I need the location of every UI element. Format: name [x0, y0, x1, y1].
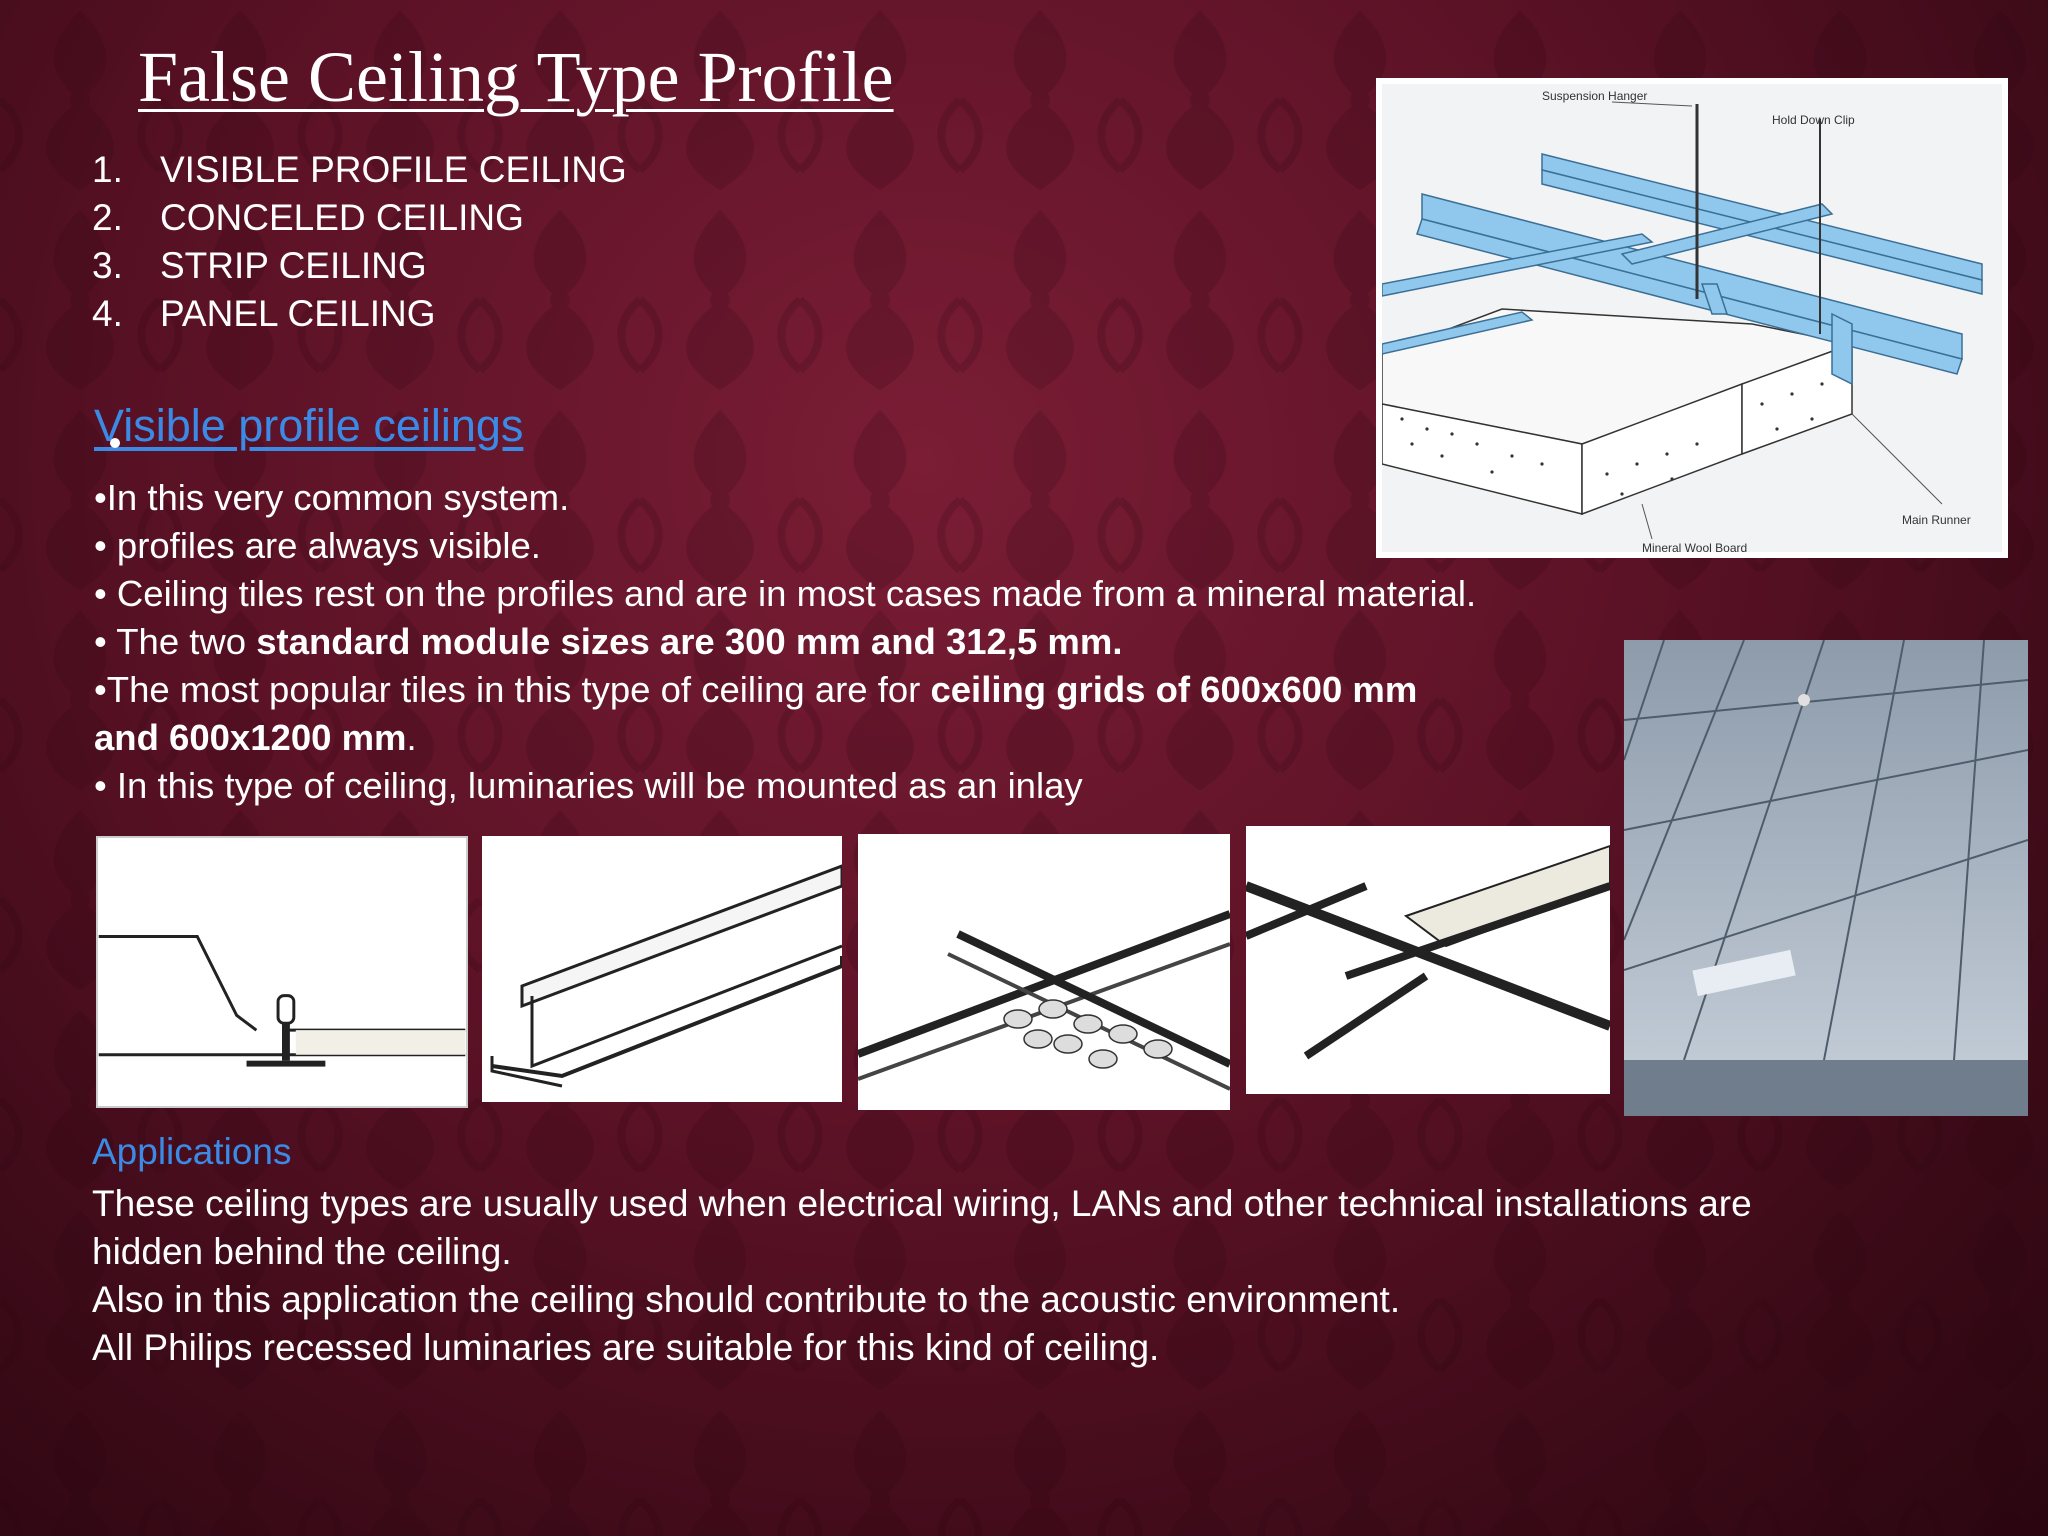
list-item: 4. PANEL CEILING: [92, 293, 436, 334]
bullet-item: • The two standard module sizes are 300 …: [94, 621, 1123, 662]
ceiling-grid-diagram: Suspension Hanger Hold Down Clip Main Ru…: [1376, 78, 2008, 558]
label-hold-down-clip: Hold Down Clip: [1772, 113, 1855, 127]
visible-profile-ceilings-link[interactable]: Visible profile ceilings: [94, 400, 524, 451]
cross-tee-image: [1246, 826, 1610, 1094]
paragraph-line: All Philips recessed luminaries are suit…: [92, 1327, 1160, 1368]
applications-heading: Applications: [92, 1131, 292, 1172]
bullet-item-continued: and 600x1200 mm.: [94, 717, 417, 758]
list-item: 1. VISIBLE PROFILE CEILING: [92, 149, 627, 190]
list-item: 2. CONCELED CEILING: [92, 197, 524, 238]
bullet-dot: [110, 438, 120, 448]
label-main-runner: Main Runner: [1902, 513, 1971, 527]
label-suspension-hanger: Suspension Hanger: [1542, 89, 1647, 103]
installed-ceiling-photo: [1624, 640, 2028, 1116]
bullet-item: • profiles are always visible.: [94, 525, 541, 566]
bullet-list: •In this very common system. • profiles …: [94, 474, 1654, 810]
slide-title: False Ceiling Type Profile: [138, 37, 894, 117]
bullet-item: •The most popular tiles in this type of …: [94, 669, 1418, 710]
bullet-item: • In this type of ceiling, luminaries wi…: [94, 765, 1083, 806]
t-profile-image: [482, 836, 842, 1102]
label-mineral-wool-board: Mineral Wool Board: [1642, 541, 1747, 552]
list-item: 3. STRIP CEILING: [92, 245, 427, 286]
profile-section-image: [96, 836, 468, 1108]
applications-text: These ceiling types are usually used whe…: [92, 1180, 1752, 1372]
bullet-item: •In this very common system.: [94, 477, 570, 518]
paragraph-line: hidden behind the ceiling.: [92, 1231, 512, 1272]
grid-profile-image: [858, 834, 1230, 1110]
paragraph-line: These ceiling types are usually used whe…: [92, 1183, 1752, 1224]
bullet-item: • Ceiling tiles rest on the profiles and…: [94, 573, 1477, 614]
ceiling-types-list: 1. VISIBLE PROFILE CEILING 2. CONCELED C…: [92, 146, 627, 338]
paragraph-line: Also in this application the ceiling sho…: [92, 1279, 1401, 1320]
ceiling-grid-diagram-svg: Suspension Hanger Hold Down Clip Main Ru…: [1382, 89, 1983, 552]
